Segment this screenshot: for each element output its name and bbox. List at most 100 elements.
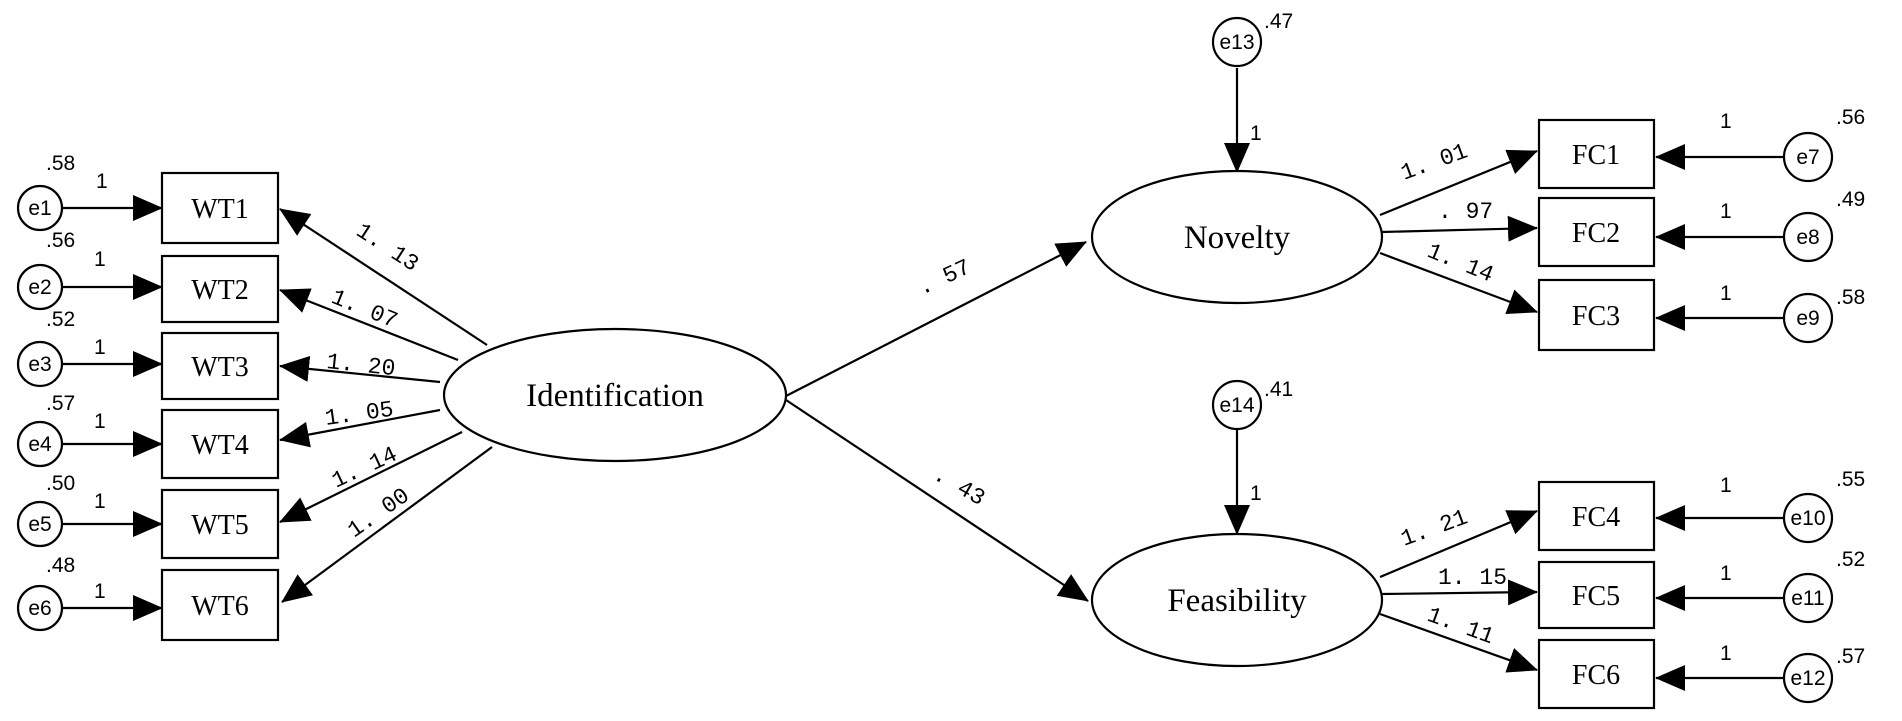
path-novelty-fc2 <box>1381 215 1538 242</box>
variance-e2: .56 <box>46 229 75 252</box>
path-identification-wt3 <box>279 355 441 384</box>
indicator-wt5: WT5 <box>160 488 280 560</box>
variance-e8: .49 <box>1836 188 1865 211</box>
indicator-label: WT1 <box>191 194 249 225</box>
loading-wt1: 1. 13 <box>351 218 423 277</box>
error-label: e10 <box>1790 507 1825 530</box>
error-e13: e13 <box>1211 16 1263 68</box>
error-label: e7 <box>1796 146 1819 169</box>
error-e14: e14 <box>1211 379 1263 431</box>
indicator-fc1: FC1 <box>1537 118 1656 190</box>
variance-e12: .57 <box>1836 645 1865 668</box>
path-novelty-fc1 <box>1379 149 1538 217</box>
loading-wt3: 1. 20 <box>325 349 396 382</box>
indicator-label: FC3 <box>1572 301 1620 332</box>
path-feasibility-fc5 <box>1381 579 1538 606</box>
fixed-e4: 1 <box>94 410 106 433</box>
error-e2: e2 <box>16 263 64 311</box>
loading-wt4: 1. 05 <box>323 397 395 432</box>
latent-label: Identification <box>526 378 704 414</box>
variance-e4: .57 <box>46 392 75 415</box>
latent-feasibility: Feasibility <box>1090 532 1384 668</box>
path-feasibility-fc4 <box>1379 509 1538 579</box>
latent-novelty: Novelty <box>1090 169 1384 305</box>
error-e1: e1 <box>16 184 64 232</box>
error-label: e11 <box>1791 587 1824 610</box>
error-e8: e8 <box>1782 211 1834 263</box>
left-error-paths <box>60 195 163 621</box>
variance-e6: .48 <box>46 554 75 577</box>
indicator-wt4: WT4 <box>160 408 280 480</box>
error-e12: e12 <box>1782 652 1834 704</box>
variance-e3: .52 <box>46 308 75 331</box>
indicator-wt1: WT1 <box>160 171 280 245</box>
fixed-e9: 1 <box>1720 282 1732 305</box>
variance-e11: .52 <box>1836 548 1865 571</box>
indicator-wt3: WT3 <box>160 331 280 401</box>
loading-fc2: . 97 <box>1438 199 1493 225</box>
structural-paths <box>785 241 1089 602</box>
variance-e9: .58 <box>1836 286 1865 309</box>
error-label: e14 <box>1219 394 1254 417</box>
indicator-fc2: FC2 <box>1537 196 1656 268</box>
error-label: e4 <box>28 433 52 456</box>
latent-label: Feasibility <box>1167 583 1307 619</box>
path-identification-wt5 <box>279 431 463 523</box>
error-e3: e3 <box>16 340 64 388</box>
path-novelty-fc3 <box>1379 251 1538 314</box>
indicator-fc4: FC4 <box>1537 480 1656 552</box>
path-identification-novelty <box>785 241 1087 397</box>
indicator-label: WT5 <box>191 510 249 541</box>
fixed-e1: 1 <box>96 170 108 193</box>
fixed-e6: 1 <box>94 580 106 603</box>
variance-e7: .56 <box>1836 106 1865 129</box>
fixed-e8: 1 <box>1720 200 1732 223</box>
error-e4: e4 <box>16 420 64 468</box>
indicator-label: WT2 <box>191 275 249 306</box>
path-identification-wt2 <box>279 288 459 362</box>
path-feasibility-fc6 <box>1379 612 1538 673</box>
indicator-label: FC5 <box>1572 581 1620 612</box>
fixed-e5: 1 <box>94 490 106 513</box>
loading-fc4: 1. 21 <box>1398 505 1472 553</box>
indicator-wt2: WT2 <box>160 254 280 324</box>
variance-e10: .55 <box>1836 468 1865 491</box>
path-identification-wt4 <box>279 408 441 448</box>
indicator-label: WT4 <box>191 430 249 461</box>
loading-fc5: 1. 15 <box>1438 565 1507 591</box>
loading-wt2: 1. 07 <box>327 284 401 334</box>
error-label: e3 <box>28 353 51 376</box>
indicator-label: FC6 <box>1572 660 1620 691</box>
structural-novelty: . 57 <box>914 254 975 301</box>
variance-e1: .58 <box>46 152 75 175</box>
indicator-label: FC2 <box>1572 218 1620 249</box>
error-label: e12 <box>1790 667 1825 690</box>
identification-loadings <box>279 208 493 603</box>
variance-e5: .50 <box>46 472 75 495</box>
error-label: e2 <box>28 276 51 299</box>
fixed-e11: 1 <box>1720 562 1732 585</box>
latent-identification: Identification <box>442 327 788 463</box>
error-label: e1 <box>28 197 51 220</box>
structural-feasibility: . 43 <box>929 462 990 512</box>
error-e10: e10 <box>1782 492 1834 544</box>
loading-fc1: 1. 01 <box>1398 139 1472 187</box>
fc-loadings <box>1379 149 1538 673</box>
indicator-label: WT6 <box>191 591 249 622</box>
fixed-e3: 1 <box>94 336 106 359</box>
error-e11: e11 <box>1782 572 1834 624</box>
error-e6: e6 <box>16 584 64 632</box>
indicator-label: WT3 <box>191 352 249 383</box>
indicator-fc3: FC3 <box>1537 278 1656 352</box>
fixed-e13: 1 <box>1250 122 1262 145</box>
error-label: e9 <box>1796 307 1819 330</box>
indicator-label: FC4 <box>1572 502 1620 533</box>
fixed-e2: 1 <box>94 248 106 271</box>
loading-wt5: 1. 14 <box>328 442 402 495</box>
fixed-e7: 1 <box>1720 110 1732 133</box>
error-label: e13 <box>1219 31 1254 54</box>
fixed-e12: 1 <box>1720 642 1732 665</box>
loading-fc3: 1. 14 <box>1423 238 1497 288</box>
variance-e13: .47 <box>1264 10 1293 33</box>
